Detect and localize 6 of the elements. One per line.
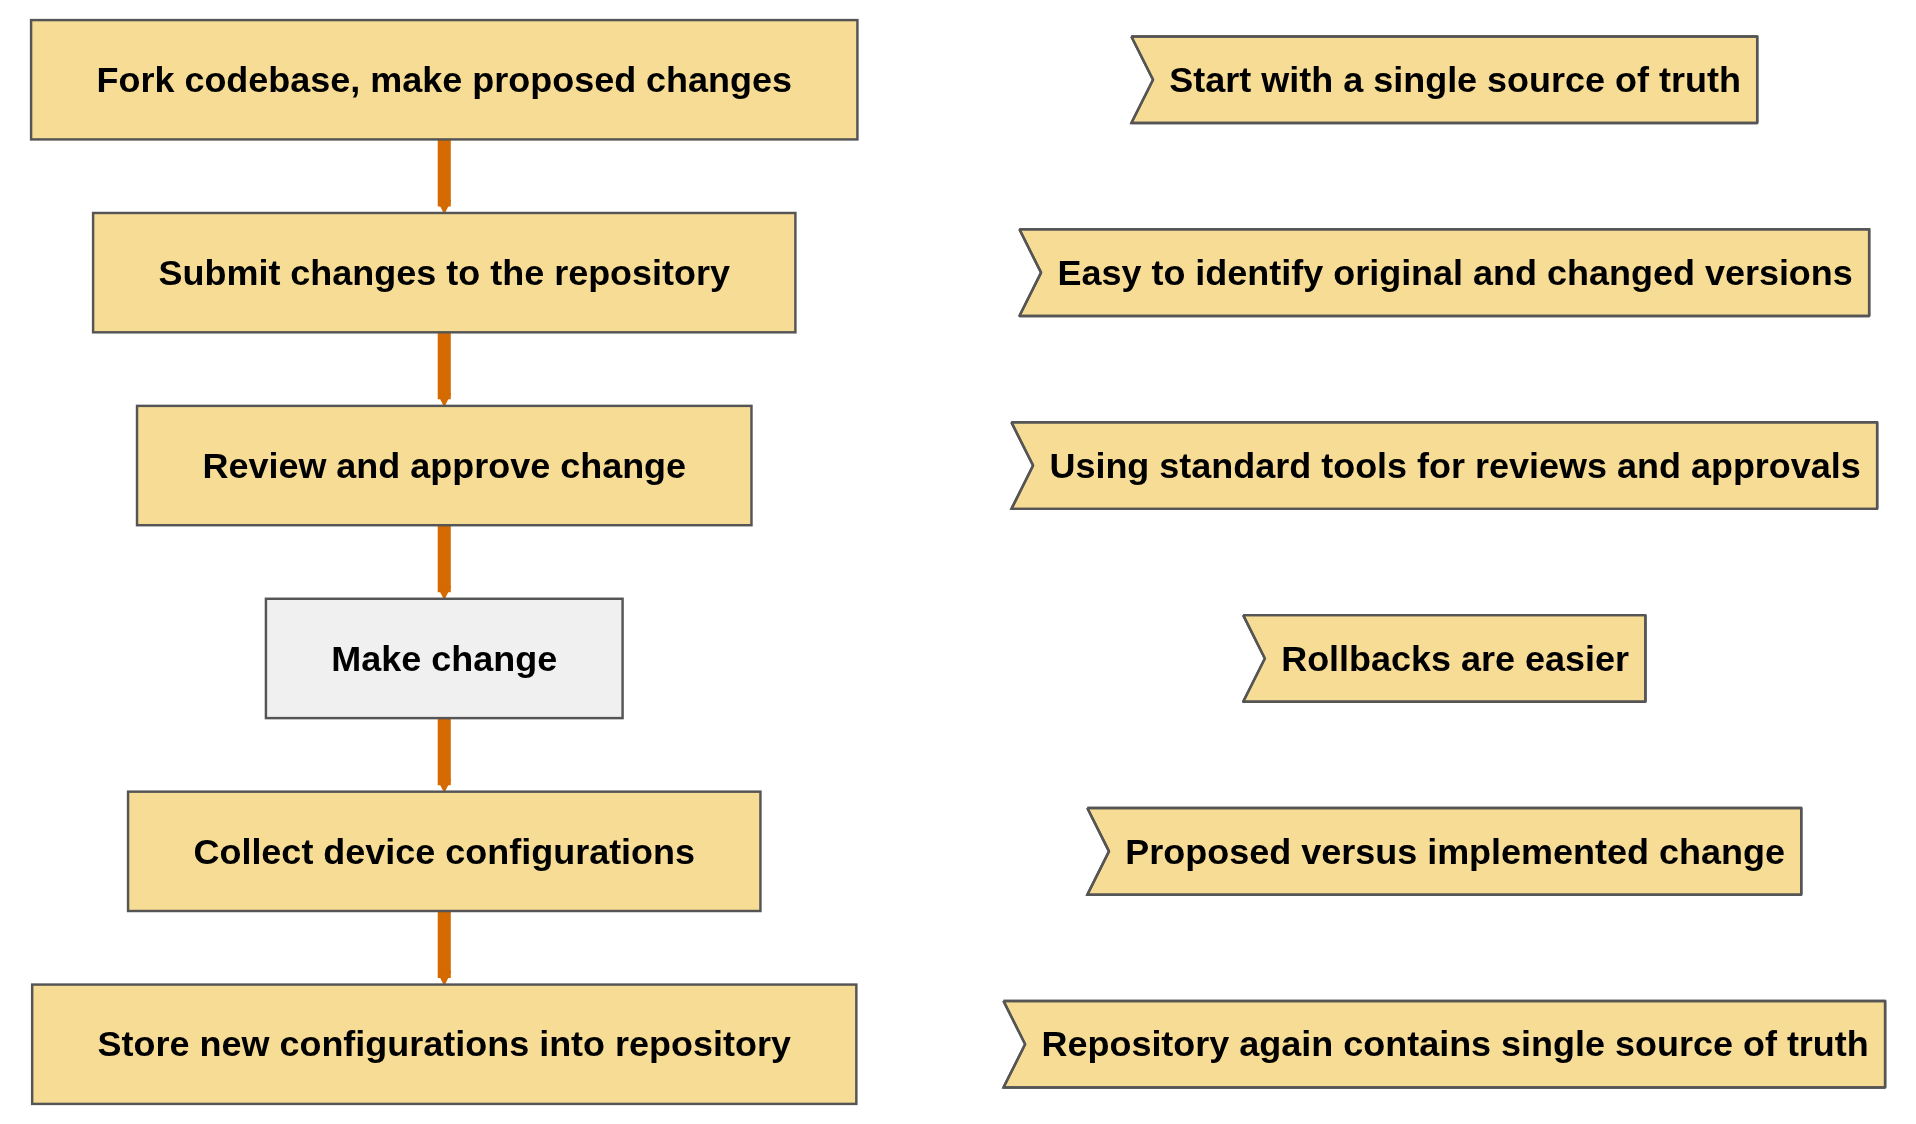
node-box: Make change <box>264 597 624 720</box>
node-box: Collect device configurations <box>126 790 762 913</box>
node-box: Review and approve change <box>135 404 753 527</box>
node-box: Store new configurations into repository <box>30 983 858 1106</box>
node-box: Fork codebase, make proposed changes <box>29 18 859 141</box>
node-box: Submit changes to the repository <box>91 211 797 334</box>
